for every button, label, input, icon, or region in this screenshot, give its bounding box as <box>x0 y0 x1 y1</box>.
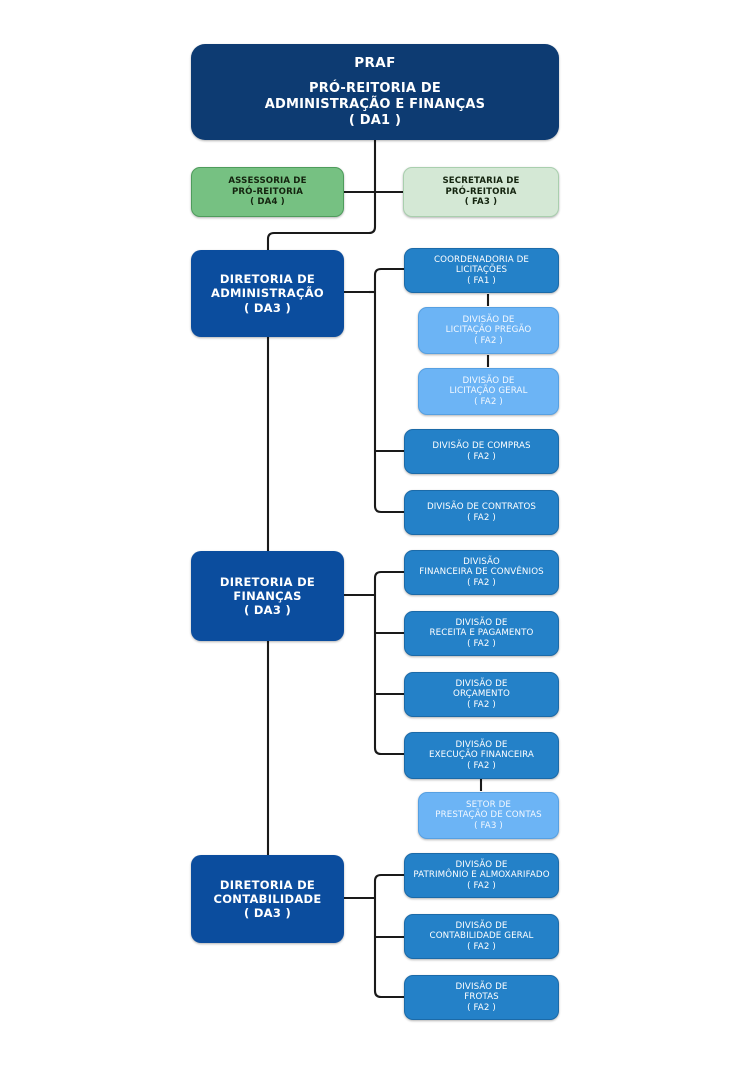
assessoria-line1: ASSESSORIA DE <box>228 176 307 187</box>
node-divisao-financeira-convenios[interactable]: DIVISÃO FINANCEIRA DE CONVÊNIOS ( FA2 ) <box>404 550 559 595</box>
node-assessoria-pro-reitoria[interactable]: ASSESSORIA DE PRÓ-REITORIA ( DA4 ) <box>191 167 344 217</box>
node-divisao-receita-pagamento[interactable]: DIVISÃO DE RECEITA E PAGAMENTO ( FA2 ) <box>404 611 559 656</box>
divisao-orcamento-line2: ORÇAMENTO <box>453 689 510 700</box>
node-diretoria-financas[interactable]: DIRETORIA DE FINANÇAS ( DA3 ) <box>191 551 344 641</box>
divisao-orcamento-line1: DIVISÃO DE <box>455 678 508 689</box>
node-divisao-contratos[interactable]: DIVISÃO DE CONTRATOS ( FA2 ) <box>404 490 559 535</box>
divisao-licitacao-pregao-line1: DIVISÃO DE <box>462 314 515 325</box>
diretoria-contabilidade-line1: DIRETORIA DE <box>219 877 316 892</box>
diretoria-contabilidade-code: ( DA3 ) <box>243 906 292 920</box>
divisao-financeira-convenios-line2: FINANCEIRA DE CONVÊNIOS <box>419 567 544 578</box>
divisao-financeira-convenios-code: ( FA2 ) <box>467 577 496 588</box>
diretoria-financas-line1: DIRETORIA DE <box>219 574 316 589</box>
node-secretaria-pro-reitoria[interactable]: SECRETARIA DE PRÓ-REITORIA ( FA3 ) <box>403 167 559 217</box>
divisao-compras-line1: DIVISÃO DE COMPRAS <box>432 440 531 451</box>
divisao-licitacao-pregao-code: ( FA2 ) <box>474 335 503 346</box>
divisao-contratos-code: ( FA2 ) <box>467 512 496 523</box>
divisao-contabilidade-geral-line1: DIVISÃO DE <box>455 920 508 931</box>
node-divisao-patrimonio-almoxarifado[interactable]: DIVISÃO DE PATRIMÔNIO E ALMOXARIFADO ( F… <box>404 853 559 898</box>
divisao-financeira-convenios-line1: DIVISÃO <box>463 556 500 567</box>
divisao-receita-pagamento-code: ( FA2 ) <box>467 638 496 649</box>
setor-prestacao-contas-line1: SETOR DE <box>466 799 511 810</box>
divisao-orcamento-code: ( FA2 ) <box>467 699 496 710</box>
coordenadoria-licitacoes-line1: COORDENADORIA DE <box>433 254 529 265</box>
node-divisao-licitacao-pregao[interactable]: DIVISÃO DE LICITAÇÃO PREGÃO ( FA2 ) <box>418 307 559 354</box>
divisao-patrimonio-almoxarifado-line2: PATRIMÔNIO E ALMOXARIFADO <box>413 870 550 881</box>
divisao-frotas-line1: DIVISÃO DE <box>455 981 508 992</box>
setor-prestacao-contas-code: ( FA3 ) <box>474 820 503 831</box>
diretoria-contabilidade-line2: CONTABILIDADE <box>213 891 322 906</box>
root-line1: PRÓ-REITORIA DE <box>309 80 441 96</box>
node-setor-prestacao-contas[interactable]: SETOR DE PRESTAÇÃO DE CONTAS ( FA3 ) <box>418 792 559 839</box>
root-code: ( DA1 ) <box>348 112 402 128</box>
divisao-execucao-financeira-line2: EXECUÇÃO FINANCEIRA <box>429 750 534 761</box>
divisao-licitacao-geral-line2: LICITAÇÃO GERAL <box>449 386 528 397</box>
diretoria-administracao-code: ( DA3 ) <box>243 300 292 315</box>
diretoria-administracao-line2: ADMINISTRAÇÃO <box>211 286 324 301</box>
divisao-patrimonio-almoxarifado-code: ( FA2 ) <box>467 880 496 891</box>
secretaria-line2: PRÓ-REITORIA <box>445 186 517 197</box>
node-divisao-licitacao-geral[interactable]: DIVISÃO DE LICITAÇÃO GERAL ( FA2 ) <box>418 368 559 415</box>
coordenadoria-licitacoes-line2: LICITAÇÕES <box>455 265 508 276</box>
diretoria-financas-line2: FINANÇAS <box>233 588 302 603</box>
divisao-receita-pagamento-line1: DIVISÃO DE <box>455 617 508 628</box>
node-divisao-frotas[interactable]: DIVISÃO DE FROTAS ( FA2 ) <box>404 975 559 1020</box>
divisao-compras-code: ( FA2 ) <box>467 451 496 462</box>
node-coordenadoria-licitacoes[interactable]: COORDENADORIA DE LICITAÇÕES ( FA1 ) <box>404 248 559 293</box>
divisao-contratos-line1: DIVISÃO DE CONTRATOS <box>426 501 537 512</box>
divisao-licitacao-geral-line1: DIVISÃO DE <box>462 375 515 386</box>
node-divisao-execucao-financeira[interactable]: DIVISÃO DE EXECUÇÃO FINANCEIRA ( FA2 ) <box>404 732 559 779</box>
node-diretoria-administracao[interactable]: DIRETORIA DE ADMINISTRAÇÃO ( DA3 ) <box>191 250 344 337</box>
secretaria-line1: SECRETARIA DE <box>442 176 520 187</box>
node-diretoria-contabilidade[interactable]: DIRETORIA DE CONTABILIDADE ( DA3 ) <box>191 855 344 943</box>
setor-prestacao-contas-line2: PRESTAÇÃO DE CONTAS <box>435 810 542 821</box>
node-praf-root[interactable]: PRAF PRÓ-REITORIA DE ADMINISTRAÇÃO E FIN… <box>191 44 559 140</box>
divisao-licitacao-pregao-line2: LICITAÇÃO PREGÃO <box>445 325 532 336</box>
coordenadoria-licitacoes-code: ( FA1 ) <box>467 275 496 286</box>
divisao-receita-pagamento-line2: RECEITA E PAGAMENTO <box>429 628 534 639</box>
divisao-execucao-financeira-code: ( FA2 ) <box>467 760 496 771</box>
divisao-patrimonio-almoxarifado-line1: DIVISÃO DE <box>455 859 508 870</box>
root-acronym: PRAF <box>354 55 396 72</box>
secretaria-code: ( FA3 ) <box>464 197 498 208</box>
divisao-frotas-line2: FROTAS <box>464 992 499 1003</box>
root-line2: ADMINISTRAÇÃO E FINANÇAS <box>264 96 486 112</box>
node-divisao-contabilidade-geral[interactable]: DIVISÃO DE CONTABILIDADE GERAL ( FA2 ) <box>404 914 559 959</box>
divisao-contabilidade-geral-code: ( FA2 ) <box>467 941 496 952</box>
node-divisao-compras[interactable]: DIVISÃO DE COMPRAS ( FA2 ) <box>404 429 559 474</box>
diretoria-financas-code: ( DA3 ) <box>243 603 292 617</box>
node-divisao-orcamento[interactable]: DIVISÃO DE ORÇAMENTO ( FA2 ) <box>404 672 559 717</box>
divisao-execucao-financeira-line1: DIVISÃO DE <box>455 739 508 750</box>
divisao-contabilidade-geral-line2: CONTABILIDADE GERAL <box>429 931 534 942</box>
assessoria-line2: PRÓ-REITORIA <box>231 186 304 197</box>
divisao-frotas-code: ( FA2 ) <box>467 1002 496 1013</box>
assessoria-code: ( DA4 ) <box>250 197 285 208</box>
divisao-licitacao-geral-code: ( FA2 ) <box>474 396 503 407</box>
diretoria-administracao-line1: DIRETORIA DE <box>219 272 316 287</box>
